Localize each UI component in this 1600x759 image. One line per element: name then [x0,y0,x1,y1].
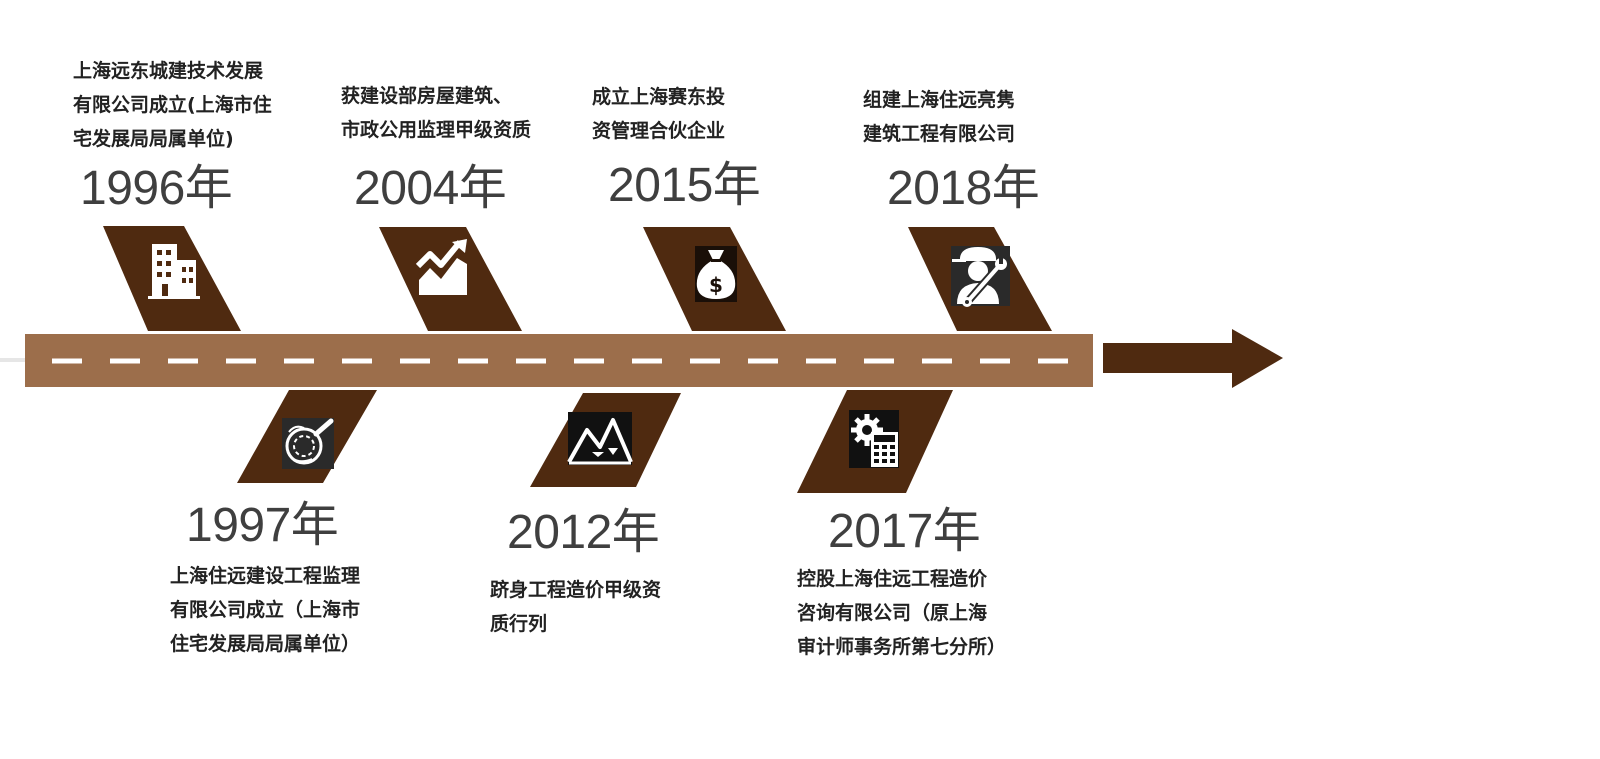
gear-calculator-icon [849,410,899,468]
building-icon [148,244,200,299]
milestone-year-1996: 1996年 [80,162,233,215]
timeline-arrow [1103,329,1283,388]
engineer-wrench-icon [951,246,1010,307]
milestone-desc-2012: 跻身工程造价甲级资 质行列 [490,579,662,635]
milestone-year-1997: 1997年 [186,499,339,552]
growth-chart-icon [415,239,467,295]
milestone-desc-2018: 组建上海住远亮隽 建筑工程有限公司 [863,89,1016,145]
milestone-desc-2015: 成立上海赛东投 资管理合伙企业 [592,86,726,142]
milestone-desc-1997: 上海住远建设工程监理 有限公司成立（上海市 住宅发展局局属单位） [170,565,361,655]
milestone-year-2004: 2004年 [354,162,507,215]
milestone-year-2012: 2012年 [507,506,660,559]
milestone-desc-2004: 获建设部房屋建筑、 市政公用监理甲级资质 [341,85,532,141]
svg-text:$: $ [709,273,723,297]
money-bag-icon: $ [695,246,737,302]
mountain-peak-icon [567,412,633,465]
road-lead-in [0,358,26,362]
milestone-desc-1996: 上海远东城建技术发展 有限公司成立(上海市住 宅发展局局属单位) [73,60,272,150]
milestone-desc-2017: 控股上海住远工程造价 咨询有限公司（原上海 审计师事务所第七分所） [797,568,1007,658]
timeline-road [25,334,1093,387]
milestone-year-2015: 2015年 [608,159,761,212]
milestone-year-2017: 2017年 [828,505,981,558]
magnifier-inspection-icon [282,418,334,469]
milestone-year-2018: 2018年 [887,162,1040,215]
